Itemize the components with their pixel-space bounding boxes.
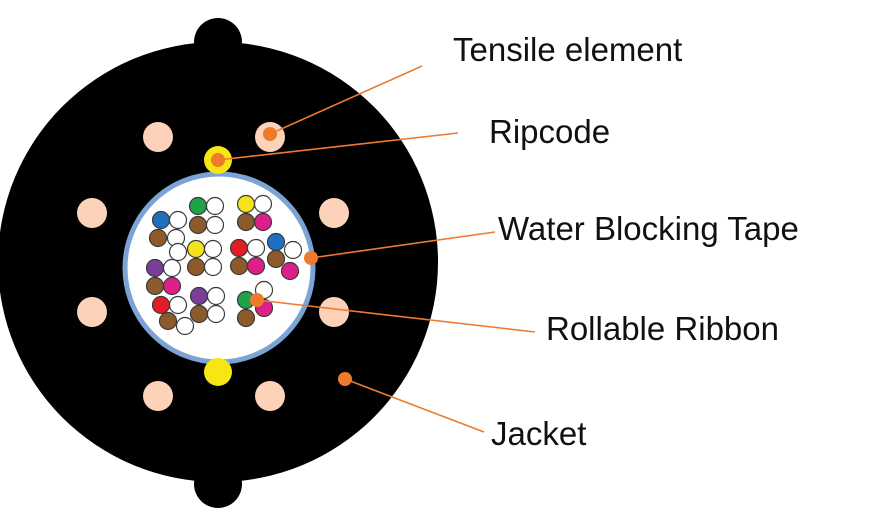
fiber-white bbox=[283, 240, 303, 260]
leader-dot-ripcode bbox=[211, 153, 225, 167]
fiber-white bbox=[205, 196, 225, 216]
fiber-brown bbox=[148, 228, 168, 248]
fiber-magenta bbox=[280, 261, 300, 281]
tensile-element bbox=[143, 381, 173, 411]
fiber-white bbox=[205, 215, 225, 235]
label-tensile-element: Tensile element bbox=[453, 31, 682, 68]
tensile-element bbox=[319, 297, 349, 327]
ripcord-bottom bbox=[204, 358, 232, 386]
leader-tensile-element bbox=[269, 65, 423, 135]
label-jacket: Jacket bbox=[491, 415, 586, 452]
leader-dot-jacket bbox=[338, 372, 352, 386]
fiber-white bbox=[206, 286, 226, 306]
tensile-element bbox=[77, 297, 107, 327]
tensile-element bbox=[77, 198, 107, 228]
leader-water-blocking-tape bbox=[310, 231, 496, 259]
leader-rollable-ribbon bbox=[256, 299, 536, 333]
fiber-yellow bbox=[186, 239, 206, 259]
fiber-magenta bbox=[253, 212, 273, 232]
fiber-white bbox=[203, 239, 223, 259]
fiber-white bbox=[162, 258, 182, 278]
fiber-magenta bbox=[162, 276, 182, 296]
fiber-white bbox=[253, 194, 273, 214]
leader-dot-water-blocking-tape bbox=[304, 251, 318, 265]
fiber-brown bbox=[158, 311, 178, 331]
fiber-brown bbox=[236, 308, 256, 328]
fiber-blue bbox=[266, 232, 286, 252]
fiber-red bbox=[151, 295, 171, 315]
fiber-blue bbox=[151, 210, 171, 230]
fiber-green bbox=[188, 196, 208, 216]
tensile-element bbox=[319, 198, 349, 228]
fiber-white bbox=[246, 238, 266, 258]
fiber-brown bbox=[236, 212, 256, 232]
leader-lines bbox=[211, 65, 536, 433]
leader-dot-rollable-ribbon bbox=[250, 293, 264, 307]
fiber-white bbox=[168, 242, 188, 262]
fiber-purple bbox=[189, 286, 209, 306]
fiber-brown bbox=[188, 215, 208, 235]
fiber-brown bbox=[145, 276, 165, 296]
fiber-brown bbox=[229, 256, 249, 276]
fiber-brown bbox=[186, 257, 206, 277]
label-rollable-ribbon: Rollable Ribbon bbox=[546, 310, 779, 347]
tensile-element bbox=[255, 381, 285, 411]
fiber-white bbox=[206, 304, 226, 324]
tensile-element bbox=[143, 122, 173, 152]
leader-dot-tensile-element bbox=[263, 127, 277, 141]
leader-jacket bbox=[344, 378, 485, 433]
tensile-elements bbox=[77, 122, 349, 411]
label-water-blocking-tape: Water Blocking Tape bbox=[498, 210, 799, 247]
fiber-magenta bbox=[246, 256, 266, 276]
fiber-brown bbox=[266, 249, 286, 269]
leader-ripcode bbox=[217, 132, 459, 161]
fiber-white bbox=[168, 210, 188, 230]
fiber-white bbox=[175, 316, 195, 336]
fiber-yellow bbox=[236, 194, 256, 214]
fiber-white bbox=[203, 257, 223, 277]
fiber-white bbox=[168, 295, 188, 315]
fiber-red bbox=[229, 238, 249, 258]
label-ripcode: Ripcode bbox=[489, 113, 610, 150]
fiber-brown bbox=[189, 304, 209, 324]
fiber-purple bbox=[145, 258, 165, 278]
labels: Tensile element Ripcode Water Blocking T… bbox=[453, 31, 799, 452]
